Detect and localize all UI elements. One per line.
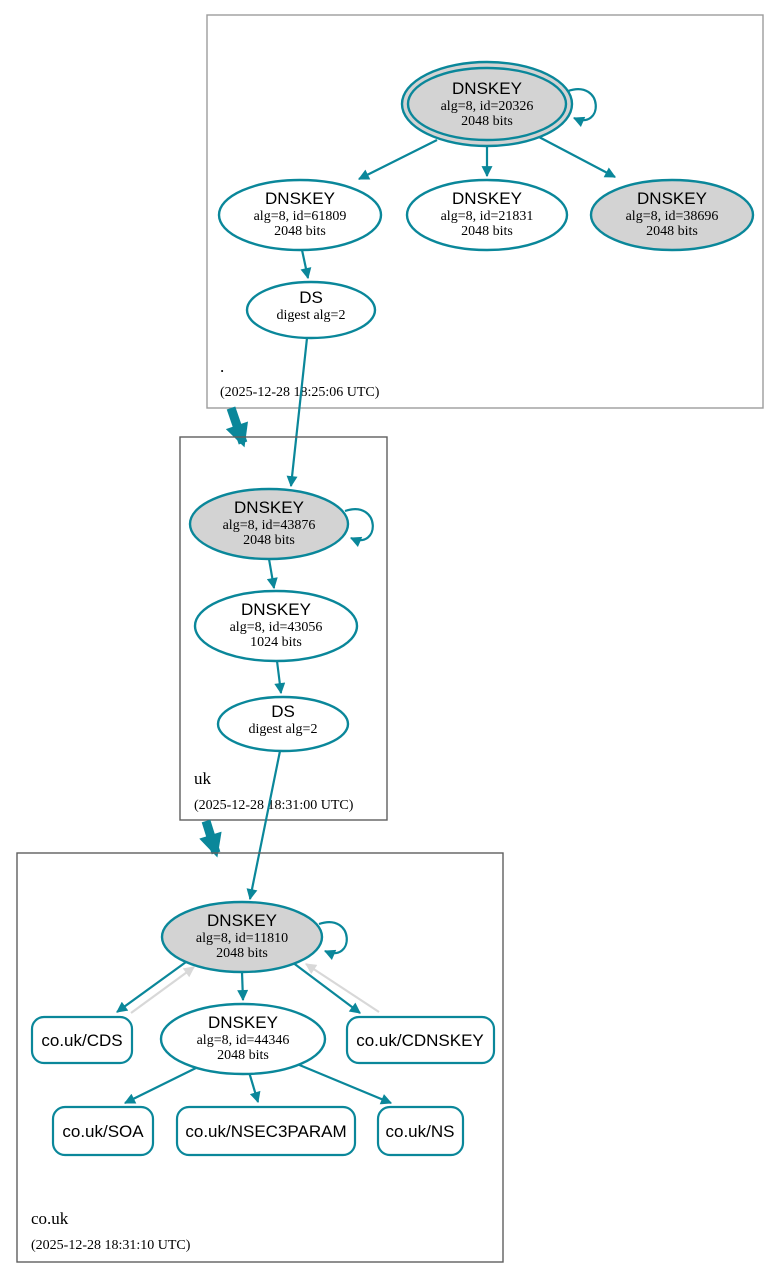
edge-couk-ksk-to-cdnskey xyxy=(291,961,361,1014)
node-dnskey-20326[interactable]: DNSKEY alg=8, id=20326 2048 bits xyxy=(400,60,574,148)
edge-root-ds-to-uk-ksk xyxy=(286,337,309,488)
rrset-rect xyxy=(376,1105,465,1157)
node-detail: digest alg=2 xyxy=(249,722,318,737)
edge-couk-ksk-to-cds xyxy=(116,961,187,1013)
edge-delegation-uk-to-couk xyxy=(199,819,222,858)
node-ellipse xyxy=(188,487,350,561)
node-size: 1024 bits xyxy=(250,635,302,650)
node-ds-uk[interactable]: DS digest alg=2 xyxy=(216,695,350,753)
node-type: DNSKEY xyxy=(241,600,311,619)
edge-couk-cds-to-ksk xyxy=(130,966,195,1014)
rrset-label: co.uk/NSEC3PARAM xyxy=(185,1122,346,1141)
edge-couk-zsk-to-ns xyxy=(296,1062,393,1105)
node-detail: alg=8, id=11810 xyxy=(196,931,288,946)
node-ellipse xyxy=(245,280,377,340)
edge-couk-cdnskey-to-ksk xyxy=(305,963,380,1013)
node-type: DNSKEY xyxy=(234,498,304,517)
node-ellipse xyxy=(193,589,359,663)
node-ellipse xyxy=(216,695,350,753)
node-dnskey-43056[interactable]: DNSKEY alg=8, id=43056 1024 bits xyxy=(193,589,359,663)
node-size: 2048 bits xyxy=(646,224,698,239)
node-rrset-couk-nsec3param[interactable]: co.uk/NSEC3PARAM xyxy=(175,1105,357,1157)
node-size: 2048 bits xyxy=(217,1048,269,1063)
node-type: DNSKEY xyxy=(637,189,707,208)
edge-root-zsk-to-ds xyxy=(300,249,312,280)
node-type: DS xyxy=(299,288,323,307)
zone-box-root xyxy=(206,14,764,409)
edge-root-ksk-selfsign xyxy=(567,88,597,127)
node-size: 2048 bits xyxy=(243,533,295,548)
rrset-label: co.uk/CDNSKEY xyxy=(356,1031,484,1050)
node-detail: alg=8, id=43876 xyxy=(223,518,316,533)
node-type: DNSKEY xyxy=(265,189,335,208)
edge-uk-ksk-to-zsk xyxy=(266,558,278,590)
node-ellipse xyxy=(160,900,324,974)
edge-uk-ksk-selfsign xyxy=(344,508,374,547)
rrset-rect xyxy=(345,1015,496,1065)
node-rrset-couk-cdnskey[interactable]: co.uk/CDNSKEY xyxy=(345,1015,496,1065)
zone-box-couk xyxy=(16,852,504,1263)
node-dnskey-44346[interactable]: DNSKEY alg=8, id=44346 2048 bits xyxy=(159,1002,327,1076)
node-dnskey-11810[interactable]: DNSKEY alg=8, id=11810 2048 bits xyxy=(160,900,324,974)
node-rrset-couk-soa[interactable]: co.uk/SOA xyxy=(51,1105,155,1157)
node-detail: alg=8, id=43056 xyxy=(230,620,323,635)
node-ellipse-inner xyxy=(406,66,568,142)
node-detail: alg=8, id=61809 xyxy=(254,209,347,224)
edge-couk-zsk-to-nsec3param xyxy=(247,1071,261,1104)
node-size: 2048 bits xyxy=(461,224,513,239)
rrset-label: co.uk/CDS xyxy=(41,1031,122,1050)
node-type: DNSKEY xyxy=(452,79,522,98)
node-type: DNSKEY xyxy=(207,911,277,930)
edge-couk-ksk-to-zsk xyxy=(237,971,249,1002)
edge-couk-zsk-to-soa xyxy=(124,1065,201,1104)
node-detail: alg=8, id=20326 xyxy=(441,99,534,114)
edge-couk-ksk-selfsign xyxy=(318,921,348,960)
node-ellipse xyxy=(217,178,383,252)
edge-root-ksk-to-key-38696 xyxy=(538,136,616,178)
node-dnskey-38696[interactable]: DNSKEY alg=8, id=38696 2048 bits xyxy=(589,178,755,252)
edge-uk-ds-to-couk-ksk xyxy=(246,750,282,901)
node-type: DS xyxy=(271,702,295,721)
node-size: 2048 bits xyxy=(461,114,513,129)
rrset-rect xyxy=(30,1015,134,1065)
node-dnskey-43876[interactable]: DNSKEY alg=8, id=43876 2048 bits xyxy=(188,487,350,561)
edge-root-ksk-to-zsk-61809 xyxy=(358,139,438,180)
zone-timestamp-root: (2025-12-28 18:25:06 UTC) xyxy=(220,385,380,400)
zone-timestamp-uk: (2025-12-28 18:31:00 UTC) xyxy=(194,798,354,813)
rrset-label: co.uk/SOA xyxy=(62,1122,144,1141)
node-rrset-couk-ns[interactable]: co.uk/NS xyxy=(376,1105,465,1157)
node-dnskey-21831[interactable]: DNSKEY alg=8, id=21831 2048 bits xyxy=(405,178,569,252)
rrset-rect xyxy=(175,1105,357,1157)
rrset-rect xyxy=(51,1105,155,1157)
node-detail: alg=8, id=44346 xyxy=(197,1033,290,1048)
node-dnskey-61809[interactable]: DNSKEY alg=8, id=61809 2048 bits xyxy=(217,178,383,252)
edge-uk-zsk-to-ds xyxy=(274,660,286,695)
node-detail: digest alg=2 xyxy=(277,308,346,323)
node-type: DNSKEY xyxy=(452,189,522,208)
node-size: 2048 bits xyxy=(274,224,326,239)
node-detail: alg=8, id=38696 xyxy=(626,209,719,224)
node-ellipse xyxy=(589,178,755,252)
node-type: DNSKEY xyxy=(208,1013,278,1032)
node-ds-root[interactable]: DS digest alg=2 xyxy=(245,280,377,340)
node-ellipse xyxy=(159,1002,327,1076)
zone-label-root: . xyxy=(220,357,224,376)
node-size: 2048 bits xyxy=(216,946,268,961)
zone-box-uk xyxy=(179,436,388,821)
zone-label-uk: uk xyxy=(194,769,212,788)
node-rrset-couk-cds[interactable]: co.uk/CDS xyxy=(30,1015,134,1065)
zone-label-couk: co.uk xyxy=(31,1209,69,1228)
rrset-label: co.uk/NS xyxy=(386,1122,455,1141)
zone-timestamp-couk: (2025-12-28 18:31:10 UTC) xyxy=(31,1238,191,1253)
node-detail: alg=8, id=21831 xyxy=(441,209,534,224)
node-ellipse xyxy=(405,178,569,252)
